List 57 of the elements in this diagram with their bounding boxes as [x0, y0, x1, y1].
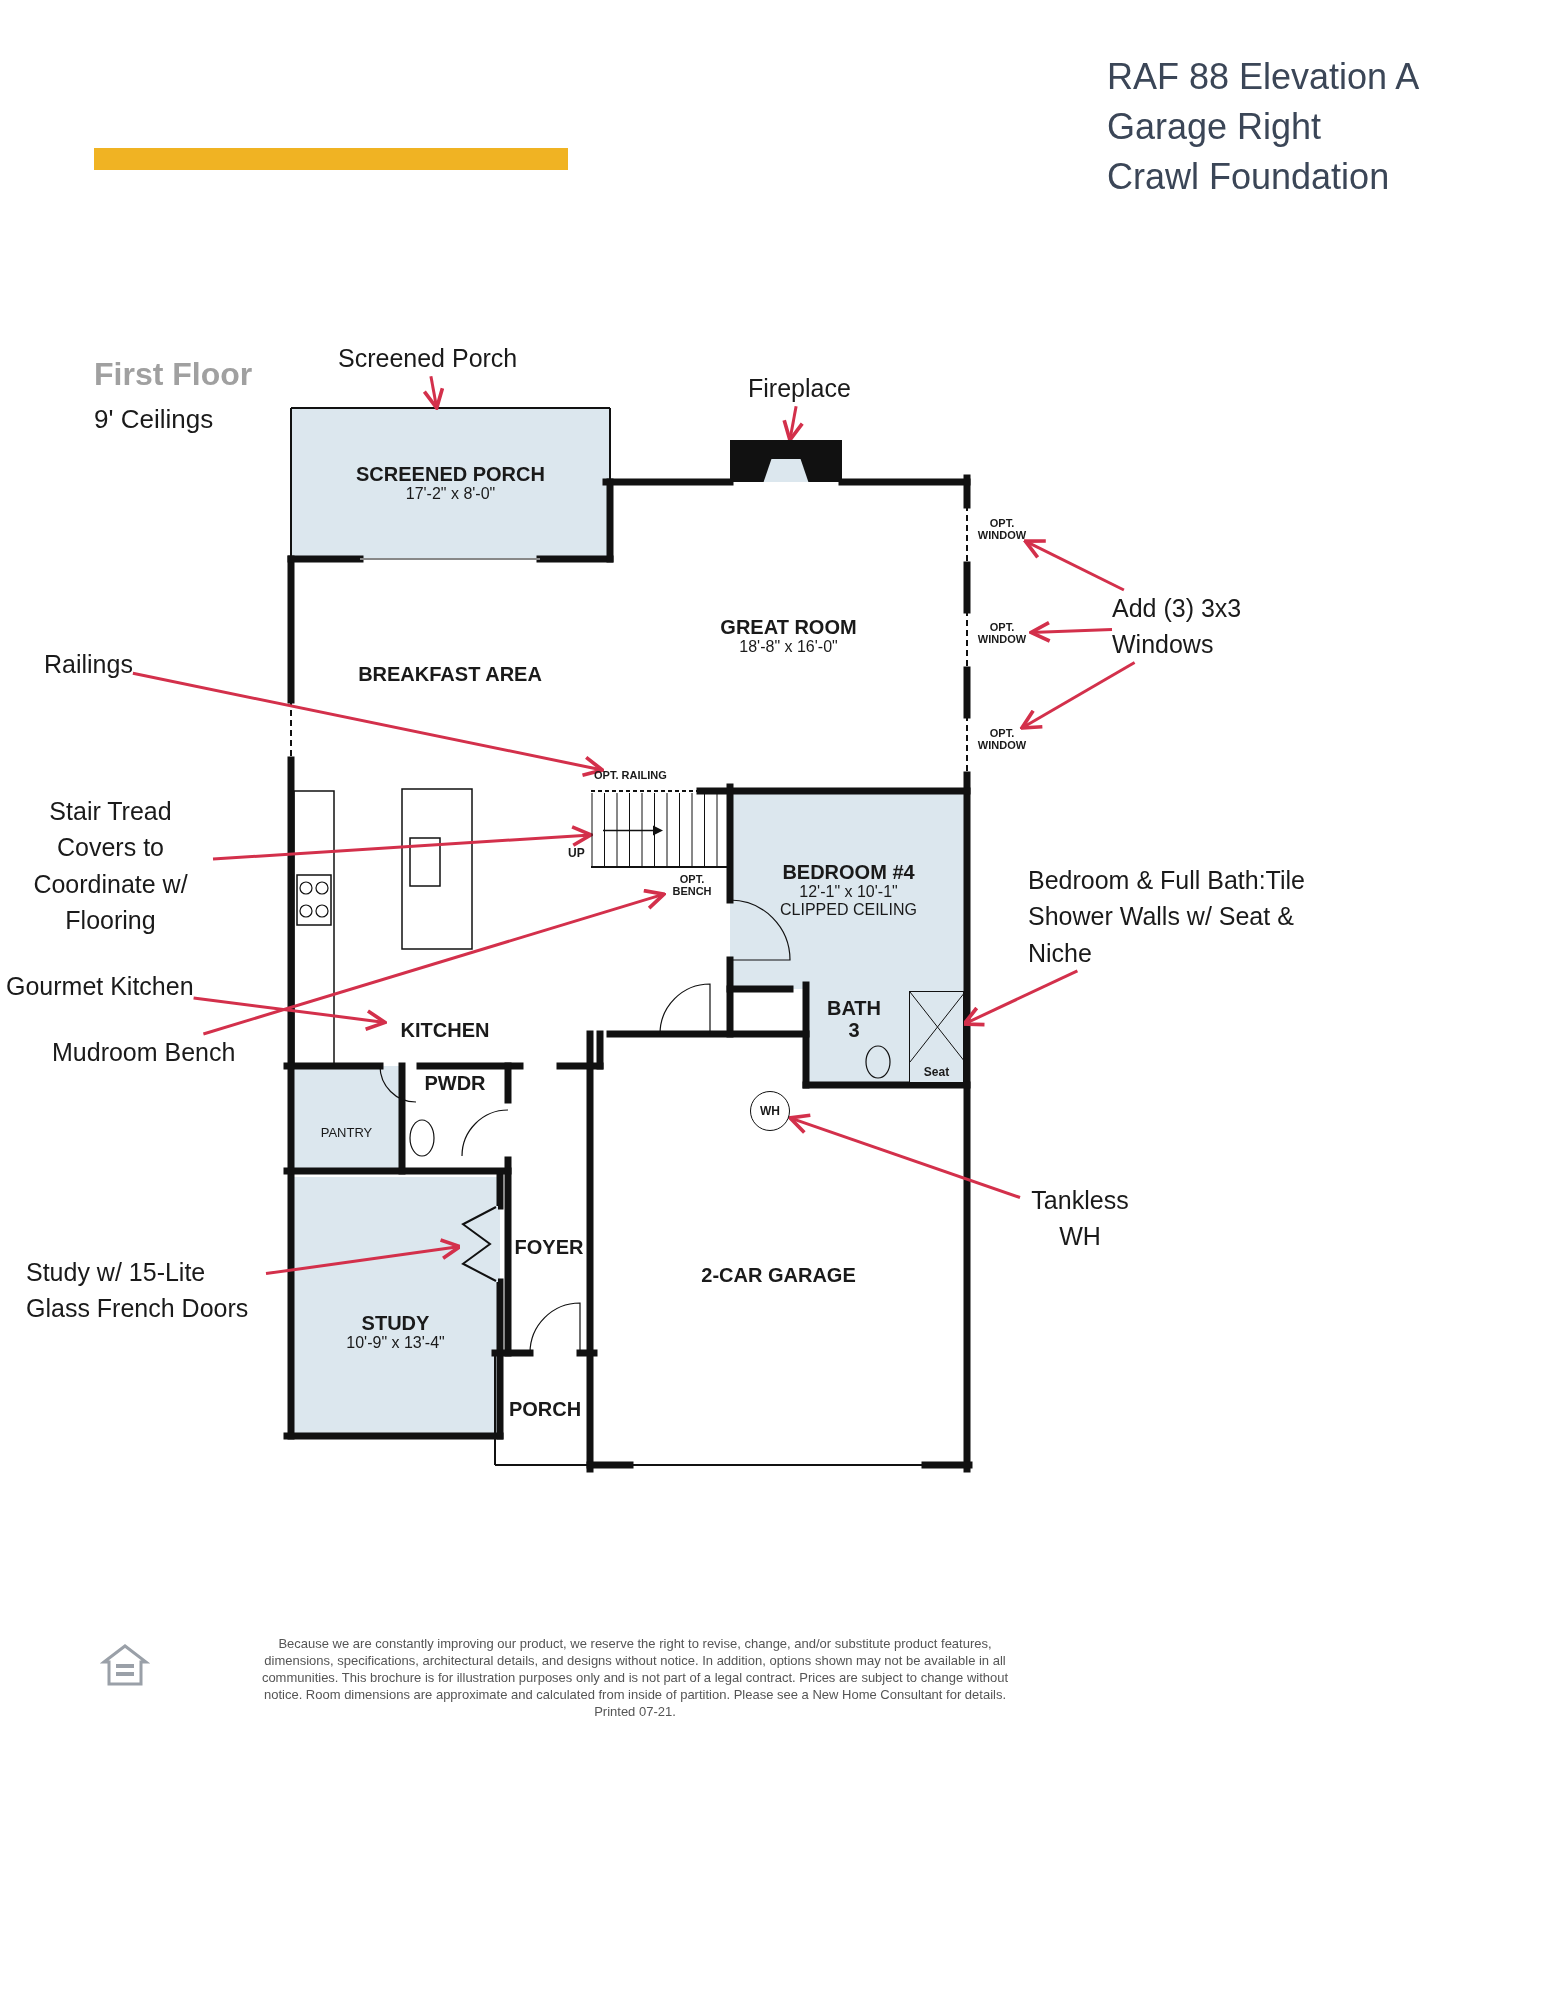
- stair-direction-label: UP: [568, 846, 585, 860]
- room-name: PANTRY: [319, 1126, 374, 1141]
- room-name: GREAT ROOM: [720, 616, 857, 639]
- arrow: [1020, 661, 1136, 730]
- arrow: [265, 1238, 462, 1276]
- ceiling-note: CLIPPED CEILING: [780, 901, 917, 920]
- room-name: 2-CAR GARAGE: [701, 1264, 856, 1286]
- room-name: SCREENED PORCH: [356, 463, 545, 486]
- plan-note: OPT. WINDOW: [973, 728, 1031, 752]
- plan-note: OPT. WINDOW: [973, 622, 1031, 646]
- annotation-text: Gourmet Kitchen: [6, 968, 194, 1005]
- annotation-text: Mudroom Bench: [52, 1034, 236, 1071]
- room-dimensions: 18'-8" x 16'-0": [739, 638, 838, 657]
- room-name: STUDY: [360, 1312, 431, 1334]
- room-dimensions: 10'-9" x 13'-4": [345, 1334, 446, 1353]
- room-dimensions: 17'-2" x 8'-0": [405, 485, 496, 504]
- arrow: [132, 671, 605, 778]
- arrow: [212, 825, 593, 861]
- annotation-text: Study w/ 15-Lite Glass French Doors: [26, 1254, 266, 1327]
- fireplace: [730, 440, 842, 482]
- room-name: BATH 3: [825, 997, 883, 1041]
- annotation-text: Add (3) 3x3 Windows: [1112, 590, 1282, 663]
- room-name: KITCHEN: [399, 1019, 491, 1041]
- room-name: PORCH: [508, 1398, 582, 1420]
- annotation-text: Stair Tread Covers to Coordinate w/ Flooring: [8, 793, 213, 938]
- room-dimensions: 12'-1" x 10'-1": [799, 882, 898, 901]
- plan-code: RAF 88 Elevation A: [1107, 56, 1420, 98]
- ceiling-note: 9' Ceilings: [94, 404, 214, 435]
- arrow: [1023, 539, 1125, 592]
- plan-note: OPT. RAILING: [594, 770, 667, 782]
- room-name: PWDR: [423, 1072, 487, 1094]
- arrow: [422, 376, 445, 410]
- room-name: FOYER: [513, 1236, 585, 1258]
- disclaimer-text: Because we are constantly improving our product, we reserve the right to revise, change, and/or substitute product features, dimensions, specifications, architectural details, and designs without notice. In addition, options shown may not be available in all communities. This brochure is for illustration purposes only and is not part of a legal contract. Prices are subject to change without notice. Room dimensions are approximate and calculated from inside of partition. Please see a New Home Consultant for details. Printed 07-21.: [260, 1636, 1010, 1721]
- room: [291, 408, 610, 559]
- arrow: [193, 996, 387, 1031]
- arrow: [788, 1113, 1021, 1199]
- shower: [909, 991, 964, 1083]
- arrow: [1029, 620, 1113, 643]
- room-name: BEDROOM #4: [782, 860, 915, 883]
- room-name: BREAKFAST AREA: [357, 663, 543, 685]
- plan-note: OPT. WINDOW: [973, 518, 1031, 542]
- arrow: [962, 969, 1079, 1027]
- staircase: [591, 793, 730, 868]
- plan-note: OPT. BENCH: [664, 874, 720, 898]
- arrow: [202, 888, 666, 1036]
- plan-note: Garage Right: [1107, 106, 1322, 148]
- water-heater: WH: [750, 1091, 790, 1131]
- annotation-text: Tankless WH: [1020, 1182, 1140, 1255]
- annotation-text: Fireplace: [748, 370, 851, 407]
- floor-heading: First Floor: [94, 356, 253, 393]
- annotation-text: Bedroom & Full Bath:Tile Shower Walls w/ Seat & Niche: [1028, 862, 1358, 971]
- arrow: [782, 406, 805, 442]
- annotation-text: Screened Porch: [338, 340, 518, 377]
- plan-note: Crawl Foundation: [1107, 156, 1390, 198]
- seat-label: Seat: [922, 1065, 951, 1079]
- annotation-text: Railings: [44, 646, 133, 683]
